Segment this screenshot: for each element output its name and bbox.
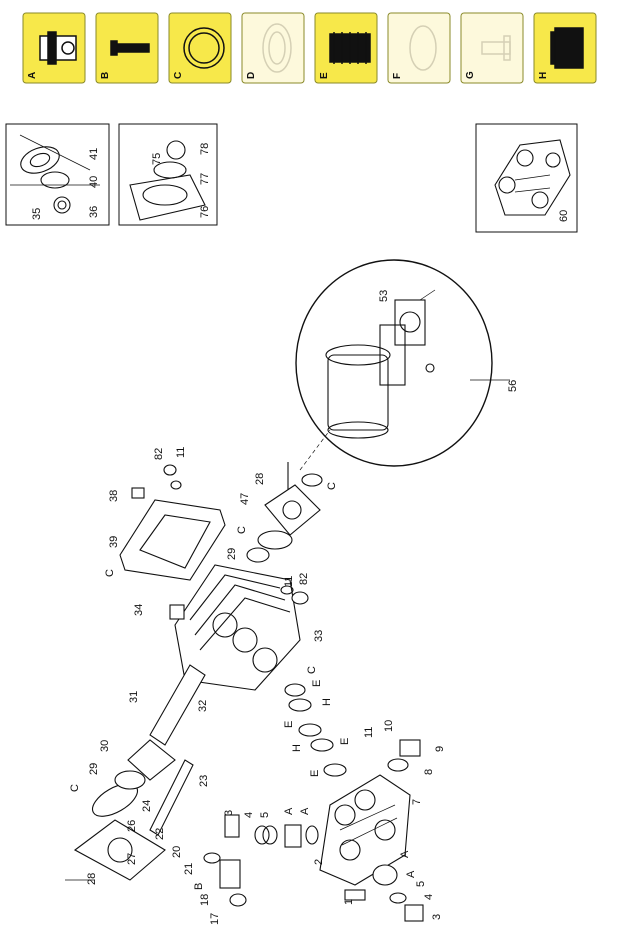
- label-11c: 11: [175, 447, 187, 458]
- kit-box-c: C: [168, 12, 232, 84]
- kit-box-d: D: [241, 12, 305, 84]
- plug-icon: [481, 35, 511, 61]
- label-4a: 4: [243, 812, 255, 818]
- kit-letter-b: B: [100, 72, 111, 79]
- label-Ha: H: [321, 698, 333, 706]
- label-Aa: A: [283, 807, 295, 815]
- label-34: 34: [133, 604, 145, 616]
- label-5b: 5: [415, 881, 427, 887]
- detail-label-53: 53: [378, 290, 390, 302]
- label-Bb: B: [193, 883, 205, 890]
- callout-labels: 1 2 3 3 4 4 5 5 7 8 9 10 11 11 11 17 18 …: [69, 447, 446, 925]
- label-39: 39: [108, 536, 120, 548]
- label-47: 47: [239, 493, 251, 505]
- label-29a: 29: [88, 763, 100, 775]
- label-82a: 82: [298, 573, 310, 585]
- inset-mid-label-76: 76: [199, 206, 211, 218]
- label-33: 33: [313, 630, 325, 642]
- label-2: 2: [313, 859, 325, 865]
- label-Cb: C: [104, 569, 116, 577]
- label-11b: 11: [283, 576, 295, 587]
- label-29b: 29: [226, 548, 238, 560]
- bearing-icon: [262, 23, 292, 73]
- label-17: 17: [209, 913, 221, 925]
- label-23: 23: [198, 775, 210, 787]
- label-Ca: C: [69, 784, 81, 792]
- label-38: 38: [108, 490, 120, 502]
- inset-mid-label-77: 77: [199, 173, 211, 185]
- label-8: 8: [423, 769, 435, 775]
- label-30: 30: [99, 740, 111, 752]
- pin-icon: [110, 40, 150, 56]
- label-82b: 82: [153, 448, 165, 460]
- label-18: 18: [199, 894, 211, 906]
- label-Eb: E: [283, 721, 295, 728]
- kit-letter-g: G: [465, 71, 476, 79]
- kit-legend: A B C D E F G H: [22, 12, 597, 84]
- label-Ec: E: [339, 738, 351, 745]
- label-11a: 11: [363, 727, 375, 738]
- inset-left: 35 36 40 41: [5, 123, 110, 226]
- kit-box-h: H: [533, 12, 597, 84]
- label-7: 7: [411, 799, 423, 805]
- kit-letter-c: C: [173, 72, 184, 79]
- label-3b: 3: [431, 914, 443, 920]
- inset-left-label-35: 35: [31, 208, 43, 220]
- label-Ed: E: [309, 770, 321, 777]
- label-27: 27: [126, 853, 138, 865]
- label-Cd: C: [326, 482, 338, 490]
- label-24: 24: [141, 800, 153, 812]
- kit-letter-f: F: [392, 73, 403, 79]
- inset-mid-label-75: 75: [151, 153, 163, 165]
- kit-box-b: B: [95, 12, 159, 84]
- label-4b: 4: [423, 894, 435, 900]
- inset-left-label-40: 40: [88, 176, 100, 188]
- label-32: 32: [197, 700, 209, 712]
- label-9: 9: [434, 746, 446, 752]
- label-28b: 28: [254, 473, 266, 485]
- label-3a: 3: [223, 810, 235, 816]
- inset-mid-label-78: 78: [199, 143, 211, 155]
- detail-circle: 53 56: [295, 259, 519, 467]
- label-21: 21: [183, 863, 195, 875]
- seal-pack-icon: [329, 32, 371, 64]
- kit-box-g: G: [460, 12, 524, 84]
- valve-icon: [39, 31, 77, 65]
- label-5a: 5: [259, 812, 271, 818]
- label-Ad: A: [405, 870, 417, 878]
- inset-left-label-36: 36: [88, 206, 100, 218]
- label-Cc: C: [236, 526, 248, 534]
- label-Ea: E: [311, 680, 323, 687]
- label-20: 20: [171, 846, 183, 858]
- label-Ab: A: [299, 807, 311, 815]
- kit-letter-e: E: [319, 72, 330, 79]
- label-28a: 28: [86, 873, 98, 885]
- kit-box-f: F: [387, 12, 451, 84]
- label-22: 22: [154, 828, 166, 840]
- kit-letter-h: H: [538, 72, 549, 79]
- inset-left-label-41: 41: [88, 148, 100, 160]
- kit-letter-a: A: [27, 72, 38, 79]
- detail-label-56: 56: [507, 380, 519, 392]
- label-Ce: C: [306, 666, 318, 674]
- o-ring-icon: [183, 27, 225, 69]
- label-31: 31: [128, 691, 140, 703]
- label-26: 26: [126, 820, 138, 832]
- kit-box-a: A: [22, 12, 86, 84]
- ring-icon: [409, 25, 437, 71]
- pump-body-parts: [65, 429, 424, 922]
- inset-right: 60: [475, 123, 578, 233]
- label-10: 10: [383, 720, 395, 732]
- label-Ac: A: [399, 850, 411, 858]
- label-1: 1: [343, 899, 355, 905]
- kit-box-e: E: [314, 12, 378, 84]
- inset-right-label-60: 60: [558, 210, 570, 222]
- inset-mid: 75 76 77 78: [118, 123, 218, 226]
- kit-letter-d: D: [246, 72, 257, 79]
- label-Hb: H: [291, 744, 303, 752]
- sleeve-icon: [550, 27, 584, 69]
